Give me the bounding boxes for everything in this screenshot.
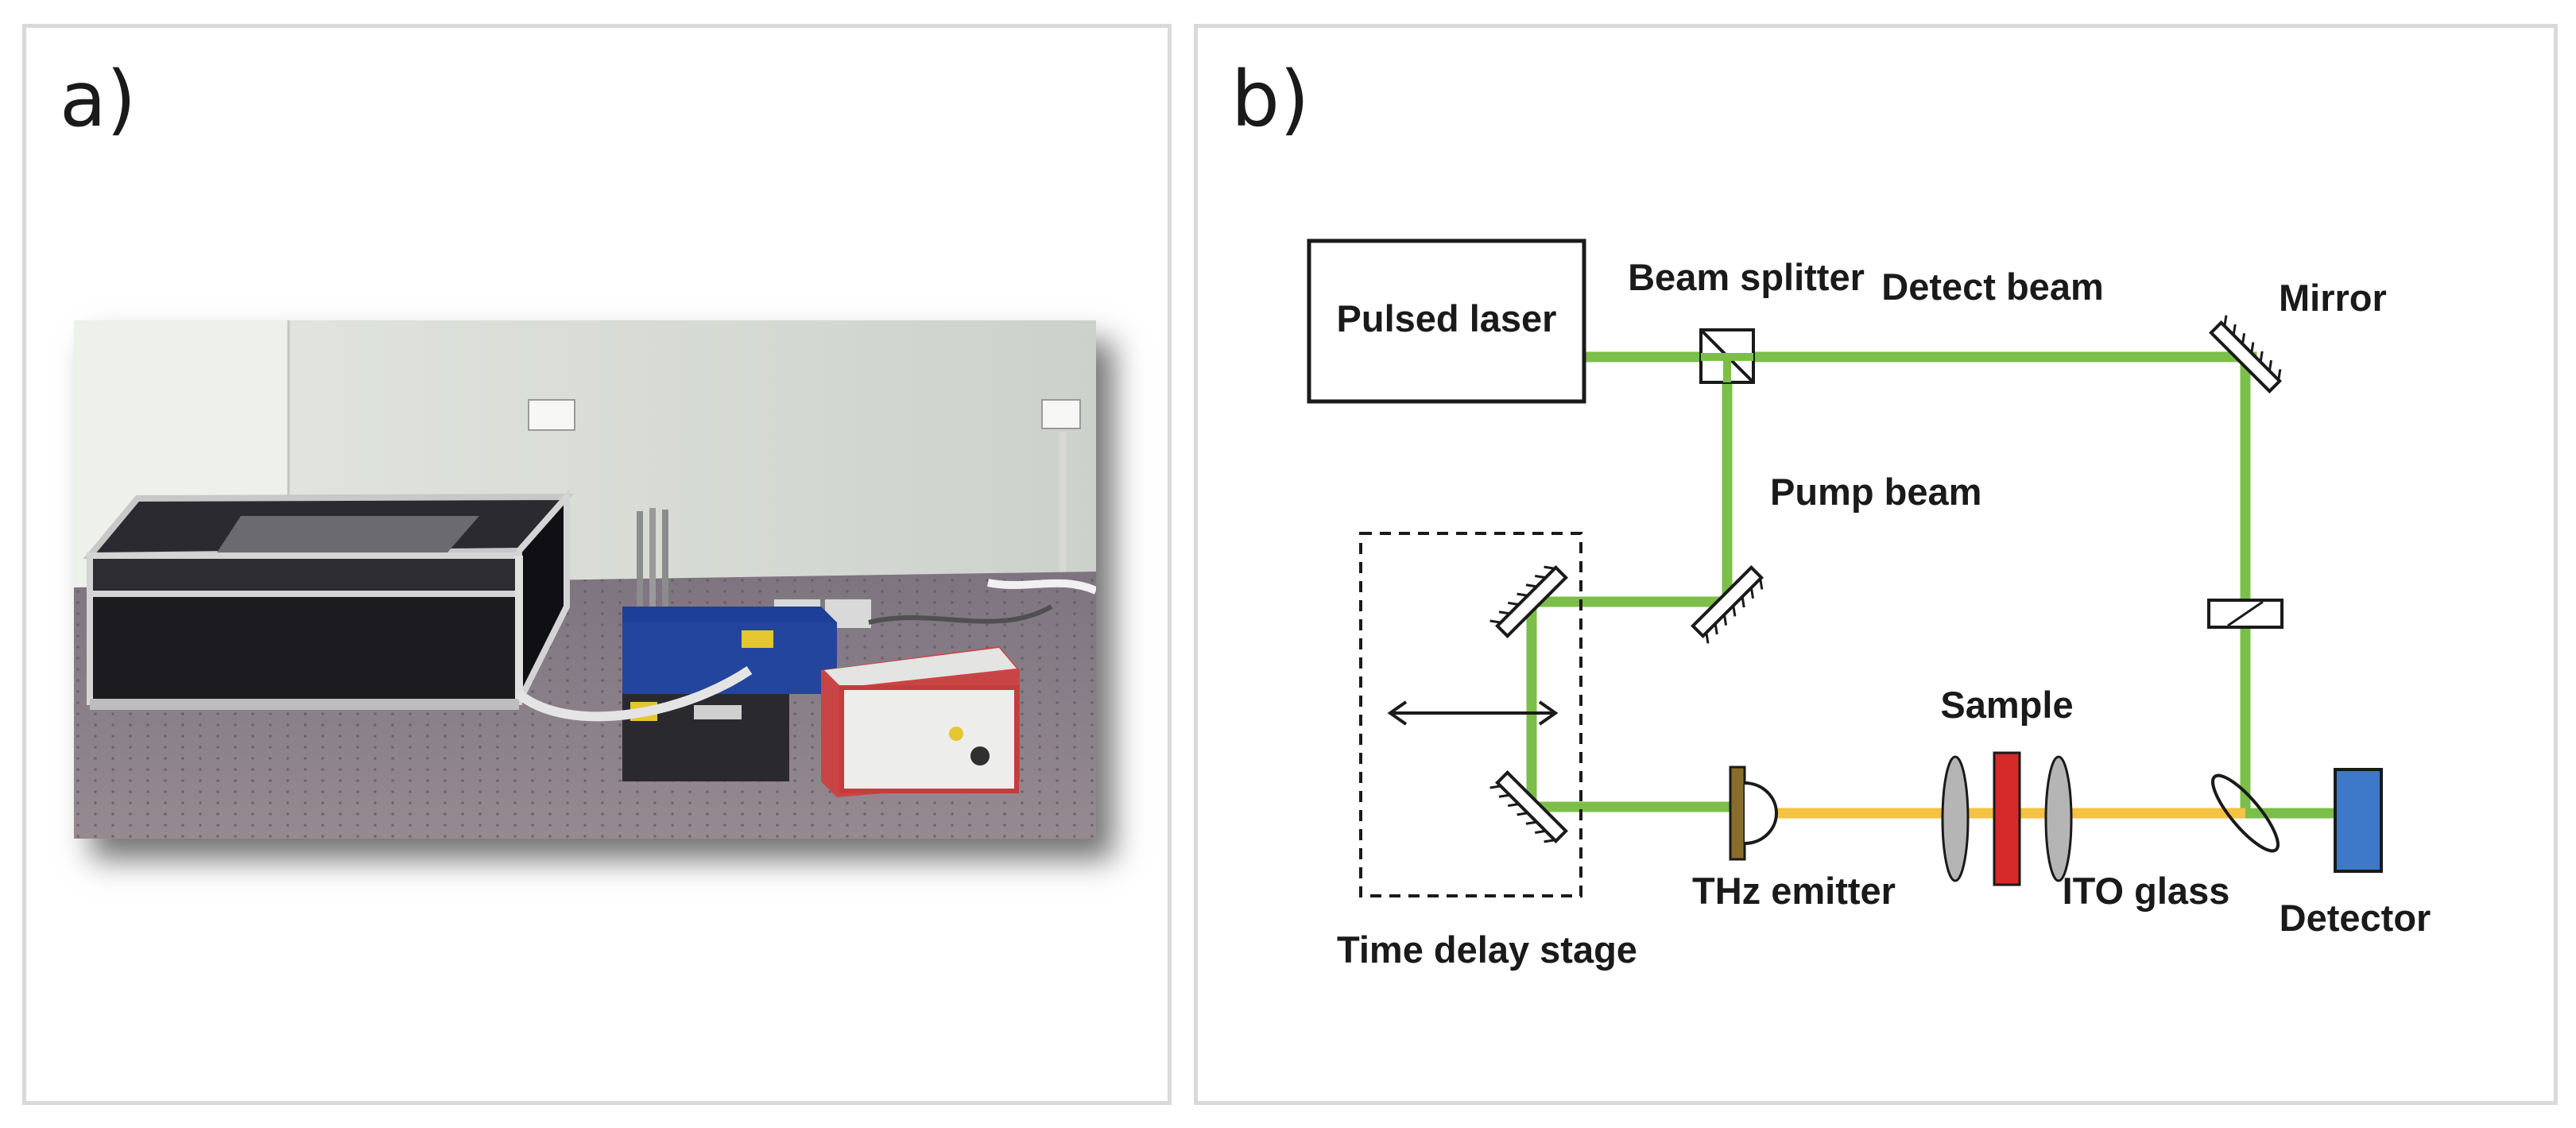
detector-label: Detector	[2280, 897, 2431, 939]
panel-b-label: b)	[1231, 55, 1310, 144]
waveplate-icon	[2207, 599, 2284, 629]
ito-glass-label: ITO glass	[2063, 870, 2230, 912]
wall-outlet	[1041, 399, 1081, 429]
pulsed-laser-box	[1307, 238, 1586, 404]
ito-glass-icon	[2211, 773, 2280, 853]
double-arrow-icon	[1387, 700, 1559, 726]
mirror-icon	[1489, 565, 1568, 638]
mirror-icon	[2209, 315, 2282, 393]
panel-a: a)	[22, 24, 1172, 1105]
beam-splitter-label: Beam splitter	[1628, 256, 1865, 298]
thz-emitter-label: THz emitter	[1692, 870, 1896, 912]
lens-icon	[1941, 755, 1970, 882]
setup-photo	[74, 320, 1096, 839]
beam-splitter-icon	[1699, 328, 1755, 384]
sample-icon	[1993, 751, 2021, 886]
mirror-icon	[1691, 565, 1764, 644]
pump-beam-label: Pump beam	[1770, 471, 1981, 513]
thz-setup-diagram: Pulsed laser Beam splitter Detect beam M…	[1307, 238, 2431, 971]
pulsed-laser-label: Pulsed laser	[1337, 297, 1557, 339]
detector-icon	[2334, 768, 2383, 873]
sample-label: Sample	[1940, 684, 2073, 726]
detect-beam-label: Detect beam	[1881, 266, 2104, 308]
thz-emitter-icon	[1729, 766, 1778, 861]
panel-a-label: a)	[60, 55, 137, 144]
panel-b: b) Pulsed laser Beam splitter Detect bea…	[1194, 24, 2558, 1105]
mirror-label: Mirror	[2279, 277, 2387, 319]
time-delay-stage-box	[1359, 532, 1582, 897]
time-delay-stage-label: Time delay stage	[1337, 928, 1637, 971]
mirror-icon	[1489, 770, 1568, 843]
wall-outlet	[528, 399, 575, 431]
lens-icon	[2044, 755, 2073, 882]
